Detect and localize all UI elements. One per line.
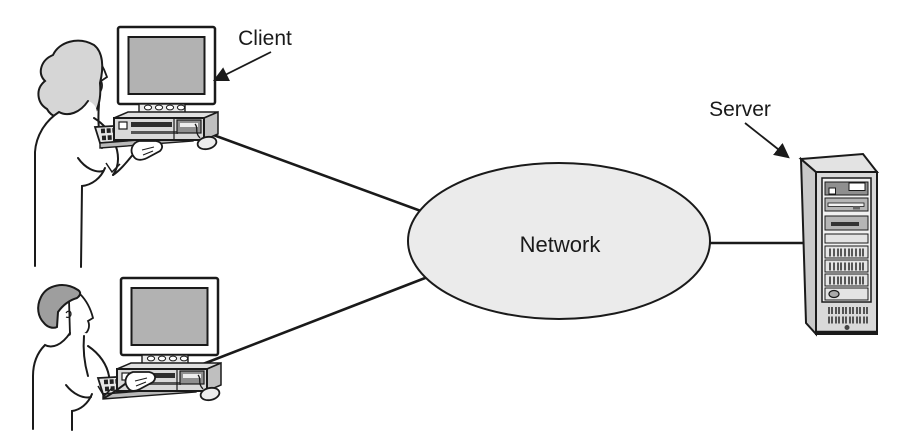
server-bottom-grille — [816, 307, 877, 334]
male-ear — [65, 310, 72, 318]
server-label: Server — [709, 98, 771, 121]
server-vent-rows — [824, 245, 869, 287]
female-torso — [35, 101, 106, 267]
client-workstation-top — [34, 27, 218, 268]
male-hand — [97, 371, 156, 399]
server-top-panel — [798, 152, 880, 173]
server-drive-bay-3 — [824, 215, 869, 231]
server-drive-bay-1 — [824, 181, 869, 196]
server-drive-bay-2 — [824, 197, 869, 212]
female-hand — [105, 140, 163, 176]
network-cloud — [407, 162, 711, 320]
client-workstation-bottom — [32, 278, 221, 431]
client-computer-bottom — [98, 278, 221, 402]
client-label: Client — [238, 27, 292, 50]
server-blank-bay — [824, 233, 869, 244]
server-side-panel — [799, 156, 817, 337]
client-arrow — [212, 51, 272, 82]
male-hair — [37, 284, 82, 329]
male-torso — [33, 333, 103, 430]
server-tower-icon — [798, 152, 880, 337]
female-user-icon — [34, 39, 119, 268]
server-arrow — [744, 122, 790, 159]
network-label: Network — [520, 232, 602, 257]
server-power-bay — [824, 287, 869, 301]
client-computer-top — [95, 27, 218, 151]
male-user-icon — [32, 284, 111, 431]
